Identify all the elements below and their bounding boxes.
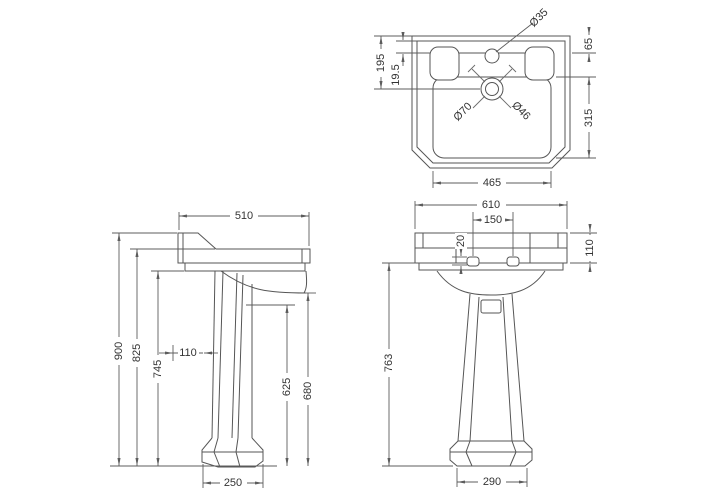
front-right-tap-hole [506,256,520,267]
dim-tap-hole-diameter: Ø35 [527,6,550,29]
dim-pedestal-setback: 110 [179,347,197,359]
dim-waste-height: 625 [281,378,293,396]
plan-view: Ø35 Ø70 Ø46 195 19.5 65 [374,6,596,189]
front-dimensions: 610 150 20 110 [382,199,597,488]
dim-overall-height: 900 [113,342,125,360]
dim-under-rim-height: 745 [152,360,164,378]
dim-bowl-depth: 315 [583,109,595,127]
front-left-tap-hole [466,256,480,267]
dim-basin-width: 610 [482,199,500,211]
plan-tap-hole [484,48,500,64]
plan-drain [467,64,517,109]
dim-front-edge-height: 825 [131,344,143,362]
plan-dimensions: Ø35 Ø70 Ø46 195 19.5 65 [374,6,596,189]
front-basin-outline [414,232,568,296]
front-pedestal [449,293,533,467]
side-basin-outline [177,232,311,294]
dim-tap-hole-inset: 20 [455,235,467,247]
dim-rim-offset: 19.5 [390,64,402,85]
front-overflow-recess [480,299,502,314]
dim-bowl-width: 465 [483,177,501,189]
dim-base-width: 290 [483,476,501,488]
dim-base-depth: 250 [224,477,242,489]
dim-basin-depth: 510 [235,210,253,222]
dim-back-to-deck: 65 [583,38,595,50]
dim-bowl-underside-height: 680 [302,382,314,400]
dim-drain-outer-diameter: Ø70 [451,100,474,123]
front-elevation-view: 610 150 20 110 [382,199,597,488]
plan-basin-outline [411,35,571,169]
dim-drain-waste-diameter: Ø46 [509,99,532,122]
dim-height-to-rim: 763 [383,354,395,372]
dim-tap-hole-centres: 150 [484,214,502,226]
plan-bowl [432,76,552,159]
side-pedestal [201,270,264,468]
side-elevation-view: 510 900 825 745 625 [110,210,316,489]
side-dimensions: 510 900 825 745 625 [110,210,316,489]
plan-left-soap-recess [429,46,460,81]
dim-back-to-drain: 195 [375,54,387,72]
dim-rim-band-height: 110 [584,239,596,257]
plan-right-soap-recess [524,46,555,81]
